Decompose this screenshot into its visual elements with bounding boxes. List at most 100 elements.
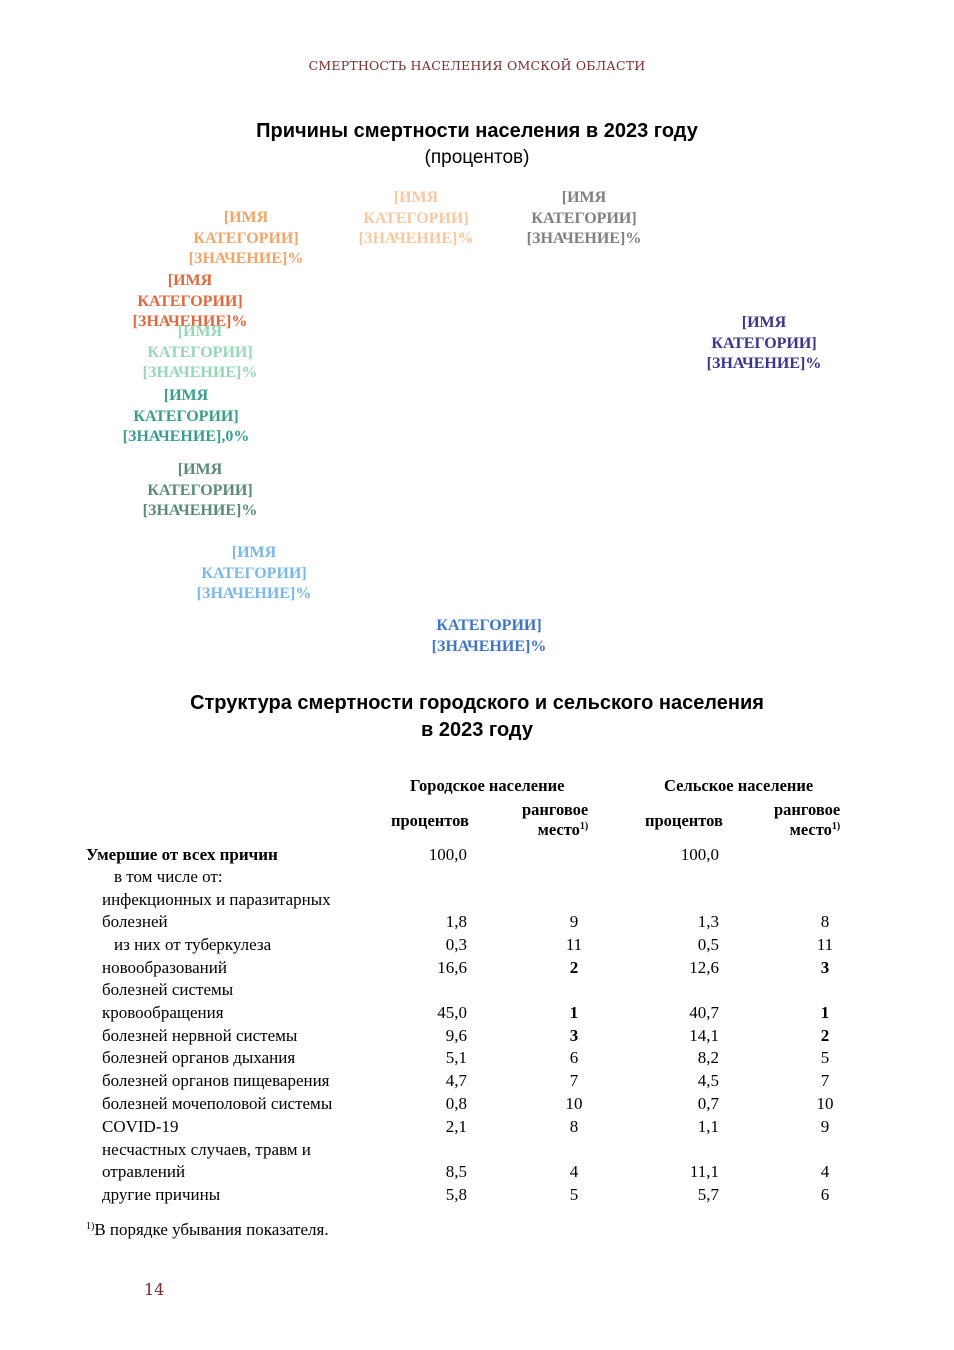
rural-rank: 8 bbox=[820, 912, 830, 931]
running-header: СМЕРТНОСТЬ НАСЕЛЕНИЯ ОМСКОЙ ОБЛАСТИ bbox=[308, 58, 646, 73]
rural-percent: 0,7 bbox=[697, 1094, 719, 1113]
pie-data-label-line: [ЗНАЧЕНИЕ]% bbox=[188, 250, 304, 267]
urban-percent: 5,8 bbox=[445, 1185, 467, 1204]
rural-rank: 7 bbox=[820, 1071, 830, 1090]
pie-data-label-line: КАТЕГОРИИ] bbox=[363, 209, 469, 227]
table-row-including: в том числе от: bbox=[0, 867, 954, 890]
rural-percent: 5,7 bbox=[697, 1185, 719, 1204]
pie-data-label-line: [ИМЯ bbox=[167, 272, 213, 289]
table-row-total: Умершие от всех причин 100,0 100,0 bbox=[0, 845, 954, 868]
pie-data-label: [ИМЯ КАТЕГОРИИ] [ЗНАЧЕНИЕ]% bbox=[143, 322, 258, 384]
col-header-urban-rank: ранговое место1) bbox=[522, 800, 588, 840]
pie-data-label-line: КАТЕГОРИИ] bbox=[137, 292, 243, 310]
urban-rank: 10 bbox=[565, 1094, 583, 1113]
total-urban-percent: 100,0 bbox=[428, 845, 467, 864]
table-row: болезней системы bbox=[0, 980, 954, 1003]
pie-data-label-line: [ЗНАЧЕНИЕ]% bbox=[706, 355, 822, 372]
urban-percent: 4,7 bbox=[445, 1071, 467, 1090]
group-header-urban: Городское население bbox=[410, 776, 565, 795]
pie-data-label-line: [ЗНАЧЕНИЕ]% bbox=[142, 364, 258, 381]
pie-data-label-line: КАТЕГОРИИ] bbox=[201, 564, 307, 582]
pie-data-label-line: [ЗНАЧЕНИЕ]% bbox=[431, 637, 547, 655]
urban-percent: 0,8 bbox=[445, 1094, 467, 1113]
urban-percent: 1,8 bbox=[445, 912, 467, 931]
rural-percent: 0,5 bbox=[697, 935, 719, 954]
urban-percent: 45,0 bbox=[437, 1003, 467, 1022]
pie-data-label-line: КАТЕГОРИИ] bbox=[133, 407, 239, 425]
rural-rank: 5 bbox=[820, 1048, 830, 1067]
urban-percent: 8,5 bbox=[445, 1162, 467, 1181]
rank-header-line2: место bbox=[537, 820, 580, 839]
group-header-rural: Сельское население bbox=[664, 776, 814, 795]
rural-percent: 4,5 bbox=[697, 1071, 719, 1090]
pie-data-label-line: [ЗНАЧЕНИЕ]% bbox=[196, 585, 312, 602]
footnote: 1)В порядке убывания показателя. bbox=[86, 1220, 329, 1240]
rural-percent: 11,1 bbox=[689, 1162, 719, 1181]
table-row: болезней органов пищеварения 4,7 7 4,5 7 bbox=[0, 1071, 954, 1094]
pie-data-label-line: КАТЕГОРИИ] bbox=[147, 343, 253, 361]
row-label: болезней органов дыхания bbox=[102, 1048, 296, 1067]
rural-percent: 8,2 bbox=[697, 1048, 719, 1067]
rural-percent: 14,1 bbox=[689, 1026, 719, 1045]
pie-data-label-line: КАТЕГОРИИ] bbox=[436, 617, 542, 634]
rank-header-line1: ранговое bbox=[774, 800, 841, 819]
total-rural-percent: 100,0 bbox=[680, 845, 719, 864]
pie-data-label-line: [ЗНАЧЕНИЕ],0% bbox=[122, 428, 250, 445]
rank-header-line2: место bbox=[789, 820, 832, 839]
rank-header-line1: ранговое bbox=[522, 800, 589, 819]
pie-data-label-line: [ИМЯ bbox=[741, 314, 787, 331]
row-label: несчастных случаев, травм и bbox=[102, 1140, 311, 1159]
pie-data-label-line: [ИМЯ bbox=[393, 189, 439, 206]
row-label: новообразований bbox=[102, 958, 227, 977]
row-label: болезней органов пищеварения bbox=[102, 1071, 330, 1090]
pie-data-label-line: [ИМЯ bbox=[163, 387, 209, 404]
pie-data-label-line: [ЗНАЧЕНИЕ]% bbox=[132, 313, 248, 330]
chart-title: Причины смертности населения в 2023 году bbox=[256, 120, 698, 142]
chart-subtitle: (процентов) bbox=[424, 147, 530, 168]
urban-rank: 9 bbox=[569, 912, 579, 931]
pie-data-label-line: [ИМЯ bbox=[223, 209, 269, 226]
rural-rank: 4 bbox=[820, 1162, 830, 1181]
table-row: инфекционных и паразитарных bbox=[0, 890, 954, 913]
rural-percent: 12,6 bbox=[689, 958, 719, 977]
row-label: COVID-19 bbox=[102, 1117, 179, 1136]
pie-data-label-line: КАТЕГОРИИ] bbox=[193, 229, 299, 247]
footnote-ref: 1) bbox=[831, 821, 841, 832]
table-row: несчастных случаев, травм и bbox=[0, 1140, 954, 1163]
footnote-mark: 1) bbox=[86, 1221, 95, 1232]
rural-rank: 1 bbox=[820, 1003, 830, 1022]
pie-data-label-line: [ИМЯ bbox=[561, 189, 607, 206]
rural-percent: 1,1 bbox=[697, 1117, 719, 1136]
pie-data-label-line: КАТЕГОРИИ] bbox=[711, 334, 817, 352]
urban-rank: 1 bbox=[569, 1003, 579, 1022]
rural-percent: 1,3 bbox=[697, 912, 719, 931]
pie-data-label-line: [ИМЯ bbox=[177, 461, 223, 478]
pie-data-label: [ИМЯ КАТЕГОРИИ] [ЗНАЧЕНИЕ]% bbox=[189, 208, 304, 270]
row-label: кровообращения bbox=[102, 1003, 224, 1022]
urban-rank: 3 bbox=[569, 1026, 579, 1045]
col-header-rural-percent: процентов bbox=[645, 811, 723, 830]
urban-percent: 9,6 bbox=[445, 1026, 467, 1045]
row-label: болезней нервной системы bbox=[102, 1026, 298, 1045]
urban-rank: 7 bbox=[569, 1071, 579, 1090]
page-number: 14 bbox=[144, 1280, 165, 1299]
pie-data-label-line: [ЗНАЧЕНИЕ]% bbox=[526, 230, 642, 247]
row-label: болезней bbox=[102, 912, 168, 931]
table-title-line2: в 2023 году bbox=[421, 719, 533, 741]
pie-data-label: [ИМЯ КАТЕГОРИИ] [ЗНАЧЕНИЕ]% bbox=[707, 313, 822, 375]
row-label: болезней системы bbox=[102, 980, 234, 999]
row-label: другие причины bbox=[102, 1185, 221, 1204]
rural-rank: 3 bbox=[820, 958, 830, 977]
pie-data-label-line: [ИМЯ bbox=[231, 544, 277, 561]
rural-rank: 9 bbox=[820, 1117, 830, 1136]
pie-data-label-line: [ИМЯ bbox=[177, 323, 223, 340]
urban-percent: 5,1 bbox=[445, 1048, 467, 1067]
